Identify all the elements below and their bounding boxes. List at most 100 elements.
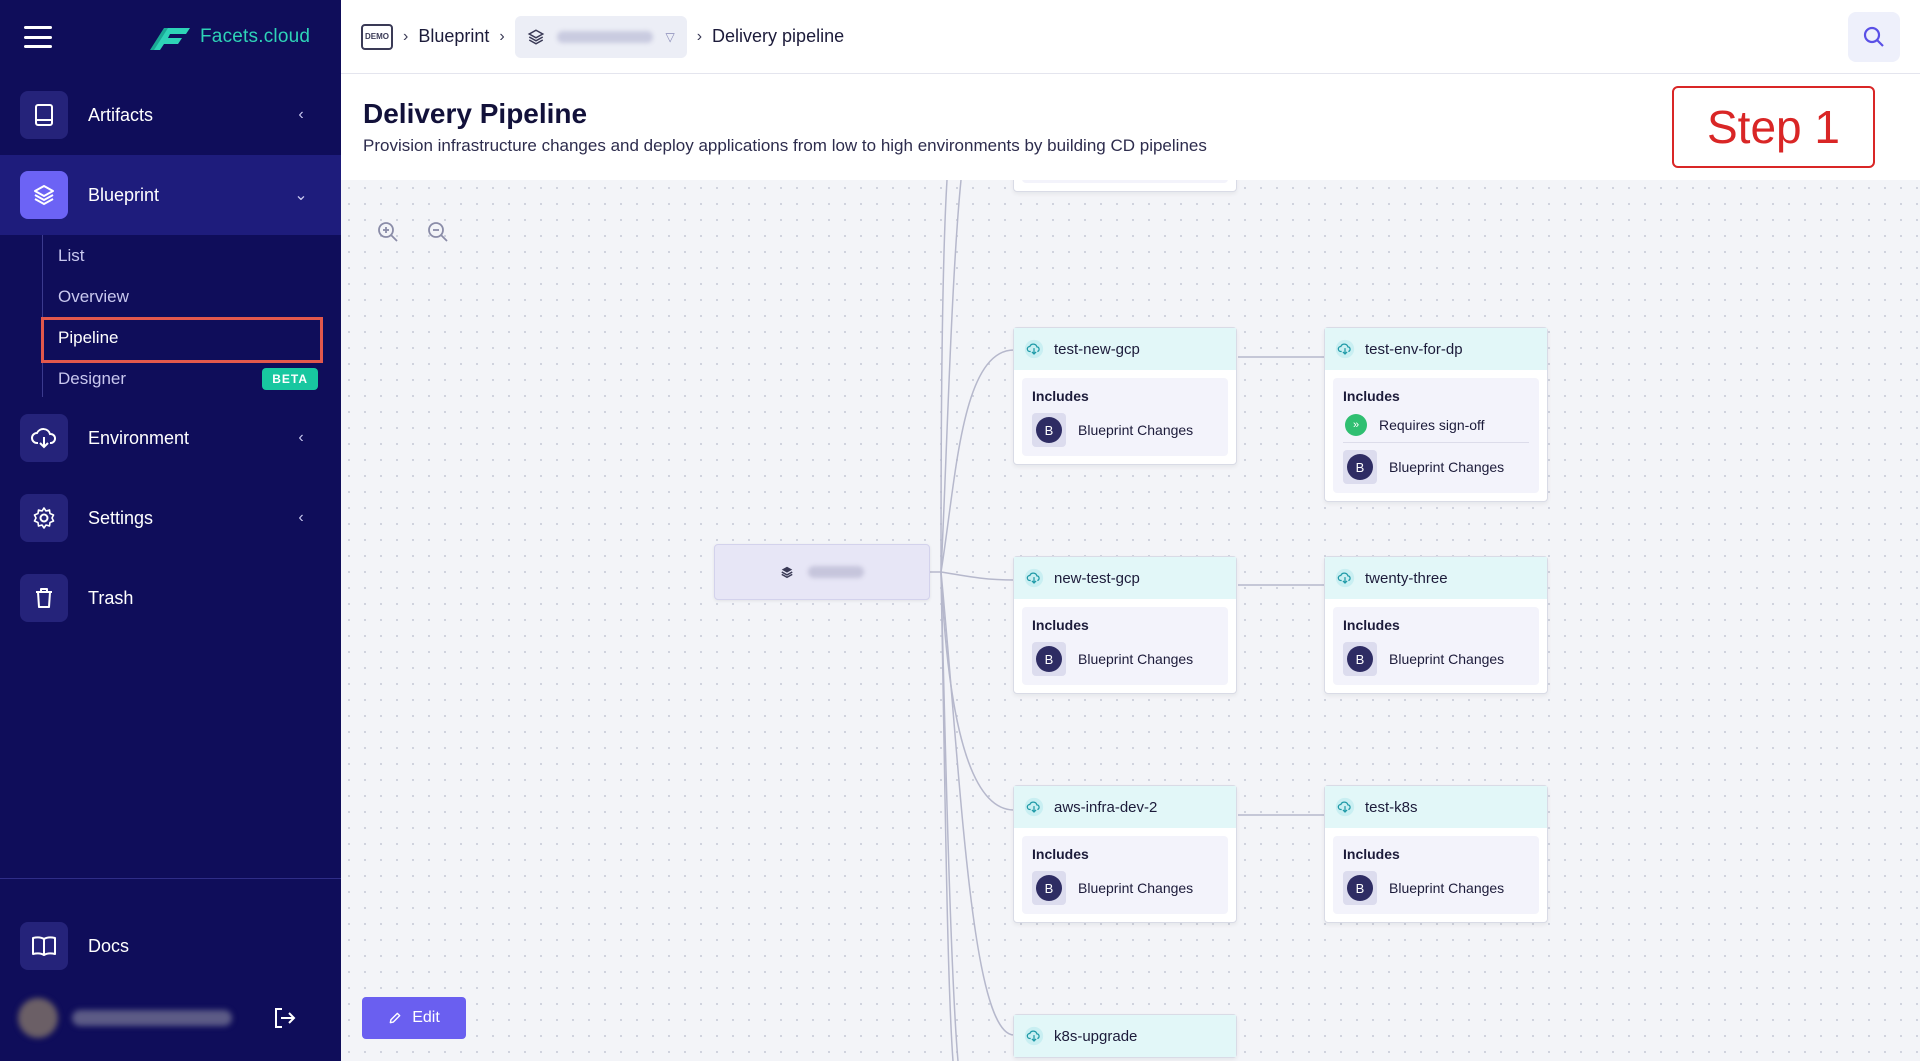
blueprint-changes-label: Blueprint Changes [1389, 651, 1505, 667]
includes-title: Includes [1343, 388, 1400, 404]
signoff-label: Requires sign-off [1379, 417, 1485, 433]
user-name-blurred [72, 1010, 232, 1026]
env-card-header: aws-infra-dev-2 [1014, 786, 1236, 828]
chevron-left-icon: ‹ [298, 106, 304, 123]
search-icon [1863, 26, 1884, 47]
blueprint-changes-label: Blueprint Changes [1389, 880, 1505, 896]
env-card[interactable]: test-env-for-dp Includes » Requires sign… [1324, 327, 1548, 502]
demo-monitor-icon[interactable]: DEMO [361, 23, 393, 50]
env-card-body: Includes B Blueprint Changes [1325, 599, 1547, 693]
zoom-out-icon[interactable] [426, 220, 450, 244]
submenu-item-label: Designer [58, 369, 127, 388]
page-title: Delivery Pipeline [363, 98, 588, 129]
facets-logo-icon [150, 28, 190, 50]
submenu-item-list[interactable]: List [58, 246, 85, 265]
pipeline-canvas[interactable]: B Blueprint Changes test-new-gcp Include… [341, 180, 1920, 1061]
layers-icon [527, 28, 544, 45]
main-content: DEMO › Blueprint › ▽ › Delivery pipeline… [341, 0, 1920, 1061]
env-card-body: Includes B Blueprint Changes [1014, 370, 1236, 464]
cloud-download-icon [1024, 1026, 1044, 1046]
highlight-box [41, 317, 323, 363]
beta-badge: BETA [262, 368, 318, 390]
sidebar-item-blueprint[interactable]: Blueprint ⌄ [0, 155, 341, 235]
env-card[interactable]: twenty-three Includes B Blueprint Change… [1324, 556, 1548, 694]
env-name: test-k8s [1365, 798, 1418, 816]
includes-section: Includes B Blueprint Changes [1022, 378, 1228, 456]
includes-section: B Blueprint Changes [1022, 180, 1228, 183]
user-profile[interactable] [18, 998, 318, 1038]
chevron-right-icon: › [499, 27, 505, 45]
blueprint-changes-row: B Blueprint Changes [1343, 870, 1529, 906]
cloud-download-icon [1024, 568, 1044, 588]
blueprint-selector[interactable]: ▽ [514, 15, 687, 58]
env-card-body: Includes B Blueprint Changes [1014, 599, 1236, 693]
blueprint-changes-row: B Blueprint Changes [1032, 641, 1218, 677]
layers-icon [20, 171, 68, 219]
includes-section: Includes B Blueprint Changes [1022, 836, 1228, 914]
env-card[interactable]: aws-infra-dev-2 Includes B Blueprint Cha… [1013, 785, 1237, 923]
env-card[interactable]: new-test-gcp Includes B Blueprint Change… [1013, 556, 1237, 694]
env-name: twenty-three [1365, 569, 1448, 587]
sidebar-item-label: Blueprint [88, 184, 160, 205]
includes-title: Includes [1343, 846, 1400, 862]
blueprint-badge: B [1032, 642, 1066, 676]
logout-icon[interactable] [270, 1004, 298, 1032]
blueprint-badge: B [1032, 871, 1066, 905]
cloud-download-icon [20, 414, 68, 462]
sidebar-item-label: Environment [88, 427, 190, 448]
submenu-item-designer[interactable]: Designer BETA [43, 358, 322, 399]
env-name: k8s-upgrade [1054, 1027, 1138, 1045]
zoom-in-icon[interactable] [376, 220, 400, 244]
top-bar: DEMO › Blueprint › ▽ › Delivery pipeline [341, 0, 1920, 74]
submenu-item-label: Pipeline [58, 328, 119, 347]
includes-section: Includes B Blueprint Changes [1333, 836, 1539, 914]
sidebar-item-environment[interactable]: Environment ‹ [0, 398, 341, 478]
chevron-left-icon: ‹ [298, 429, 304, 446]
sidebar-top [0, 0, 341, 74]
chevron-right-icon: › [403, 27, 409, 45]
includes-title: Includes [1343, 617, 1400, 633]
pipeline-edges [930, 180, 1324, 1061]
chevron-down-icon: ⌄ [294, 187, 308, 204]
env-name: new-test-gcp [1054, 569, 1140, 587]
blueprint-changes-row: B Blueprint Changes [1032, 870, 1218, 906]
breadcrumb-blueprint[interactable]: Blueprint [418, 26, 490, 46]
step-annotation: Step 1 [1672, 86, 1875, 168]
blueprint-changes-row: B Blueprint Changes [1343, 449, 1529, 485]
layers-icon [781, 566, 793, 579]
blueprint-root-node[interactable] [714, 544, 930, 600]
hamburger-menu-icon[interactable] [24, 26, 52, 48]
blueprint-badge: B [1343, 871, 1377, 905]
sidebar-item-trash[interactable]: Trash [0, 558, 341, 638]
edit-button-label: Edit [412, 1009, 440, 1026]
includes-section: Includes » Requires sign-off B Blueprint… [1333, 378, 1539, 493]
env-name: test-env-for-dp [1365, 340, 1463, 358]
sidebar-item-artifacts[interactable]: Artifacts ‹ [0, 75, 341, 155]
sidebar-item-docs[interactable]: Docs [0, 906, 341, 986]
brand-logo[interactable]: Facets.cloud [148, 22, 310, 52]
divider [1343, 442, 1529, 443]
sidebar-item-label: Docs [88, 935, 130, 956]
submenu-item-pipeline[interactable]: Pipeline [41, 317, 323, 363]
env-card-header: twenty-three [1325, 557, 1547, 599]
env-card-header: test-env-for-dp [1325, 328, 1547, 370]
double-chevron-right-icon: » [1345, 414, 1367, 436]
env-card[interactable]: k8s-upgrade [1013, 1014, 1237, 1058]
cloud-download-icon [1024, 339, 1044, 359]
submenu-item-overview[interactable]: Overview [58, 287, 129, 306]
blueprint-badge: B [1343, 450, 1377, 484]
cloud-download-icon [1335, 797, 1355, 817]
includes-section: Includes B Blueprint Changes [1022, 607, 1228, 685]
env-card[interactable]: test-k8s Includes B Blueprint Changes [1324, 785, 1548, 923]
env-card-partial[interactable]: B Blueprint Changes [1013, 180, 1237, 192]
includes-title: Includes [1032, 617, 1089, 633]
blueprint-changes-label: Blueprint Changes [1078, 651, 1194, 667]
avatar [18, 998, 58, 1038]
pencil-icon [389, 1012, 401, 1024]
env-card[interactable]: test-new-gcp Includes B Blueprint Change… [1013, 327, 1237, 465]
search-button[interactable] [1848, 12, 1900, 62]
chevron-left-icon: ‹ [298, 509, 304, 526]
sidebar-divider [0, 878, 341, 879]
edit-button[interactable]: Edit [362, 997, 466, 1039]
sidebar-item-settings[interactable]: Settings ‹ [0, 478, 341, 558]
